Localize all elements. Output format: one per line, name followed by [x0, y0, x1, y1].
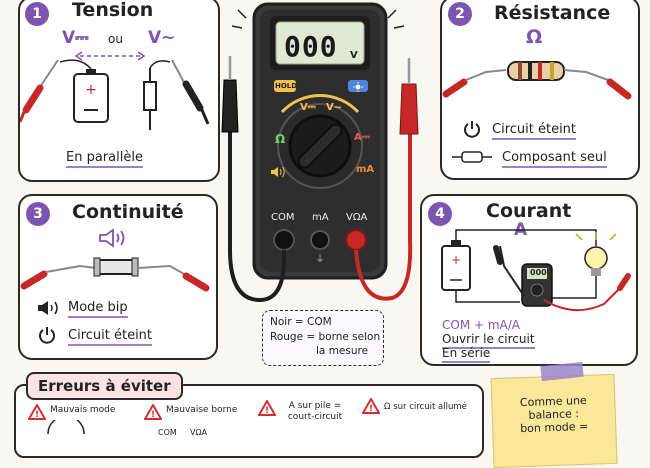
resistance-title: Résistance: [494, 2, 611, 24]
tension-number-badge: 1: [25, 2, 49, 26]
dial-label-vac: V~: [326, 102, 343, 113]
multimeter: ⏚: [221, 2, 419, 303]
continuity-item-circuit-off: Circuit éteint: [68, 328, 153, 346]
dial-label-ma: mA: [356, 164, 375, 175]
jack-label-ma: mA: [312, 212, 329, 223]
power-icon-2: [39, 327, 55, 344]
resistance-illustration: [442, 61, 632, 100]
meter-display-unit: V: [350, 50, 358, 61]
error-item-wrong-mode: Mauvais mode: [50, 405, 116, 415]
dial-label-vdc: V⎓: [300, 102, 316, 113]
warning-icon: !: [362, 398, 380, 414]
speaker-small-icon: [38, 301, 58, 315]
warning-icon: !: [144, 404, 162, 420]
leads-note-black: Noir = COM: [270, 316, 332, 328]
tension-vac-label: V~: [148, 28, 176, 48]
current-line-series: En série: [442, 346, 491, 363]
error-jack-com: COM: [158, 428, 177, 437]
backlight-icon[interactable]: [352, 82, 364, 92]
resistance-item-component-alone: Composant seul: [502, 150, 607, 168]
resistance-number-badge: 2: [448, 2, 472, 26]
resistance-ohm-symbol: Ω: [526, 26, 543, 48]
tension-or-label: ou: [108, 32, 123, 46]
speaker-icon: [99, 228, 125, 248]
current-number-badge: 4: [428, 202, 452, 226]
tension-vdc-label: V⎓: [62, 28, 89, 48]
leads-note-red: Rouge = borne selon: [270, 331, 381, 343]
current-line-open-circuit: Ouvrir le circuit: [442, 332, 535, 349]
svg-text:!: !: [369, 404, 373, 414]
error-item-amp-on-battery: A sur pile = court-circuit: [287, 401, 343, 422]
current-line-terminals: COM + mA/A: [442, 318, 521, 332]
warning-icon: !: [258, 400, 276, 416]
tension-title: Tension: [72, 0, 154, 21]
error-item-ohm-powered: Ω sur circuit allumé: [384, 402, 467, 412]
power-icon: [464, 121, 480, 138]
jack-label-com: COM: [271, 212, 295, 223]
current-line-open-circuit-text: Ouvrir le circuit: [442, 332, 535, 349]
errors-title: Erreurs à éviter: [26, 372, 183, 400]
svg-text:!: !: [265, 406, 269, 416]
error-item-wrong-jack: Mauvaise borne: [166, 405, 238, 415]
current-title: Courant: [486, 200, 572, 222]
continuity-illustration: [20, 257, 210, 292]
tension-caption: En parallèle: [66, 150, 143, 168]
continuity-item-beep-mode: Mode bip: [68, 300, 128, 318]
tension-illustration: +: [20, 51, 210, 130]
continuity-title: Continuité: [72, 201, 184, 223]
meter-display-value: 000: [284, 30, 338, 63]
sticky-note: Comme une balance : bon mode =: [490, 373, 618, 468]
current-illustration: +: [441, 229, 631, 312]
continuity-number-badge: 3: [26, 202, 50, 226]
resistance-item-circuit-off: Circuit éteint: [492, 122, 577, 140]
svg-text:+: +: [451, 253, 461, 267]
svg-text:!: !: [35, 410, 39, 420]
current-mini-display: 000: [530, 268, 547, 277]
panel-resistance: [440, 0, 640, 180]
svg-text:⏚: ⏚: [315, 254, 324, 265]
dial-beep-icon: [271, 166, 285, 178]
dial-label-amp: A⎓: [354, 132, 370, 143]
warning-icon: !: [28, 404, 46, 420]
meter-hold-button[interactable]: HOLD: [275, 82, 298, 90]
leads-note: [262, 310, 384, 366]
component-icon: [452, 151, 492, 163]
leads-note-red-cont: la mesure: [316, 345, 369, 357]
svg-text:+: +: [85, 82, 97, 98]
svg-text:!: !: [151, 410, 155, 420]
dial-sketch-icon: [47, 420, 85, 434]
error-jack-v: VΩA: [190, 428, 208, 437]
dial-label-ohm: Ω: [275, 132, 286, 146]
jack-label-v: VΩA: [346, 212, 368, 223]
